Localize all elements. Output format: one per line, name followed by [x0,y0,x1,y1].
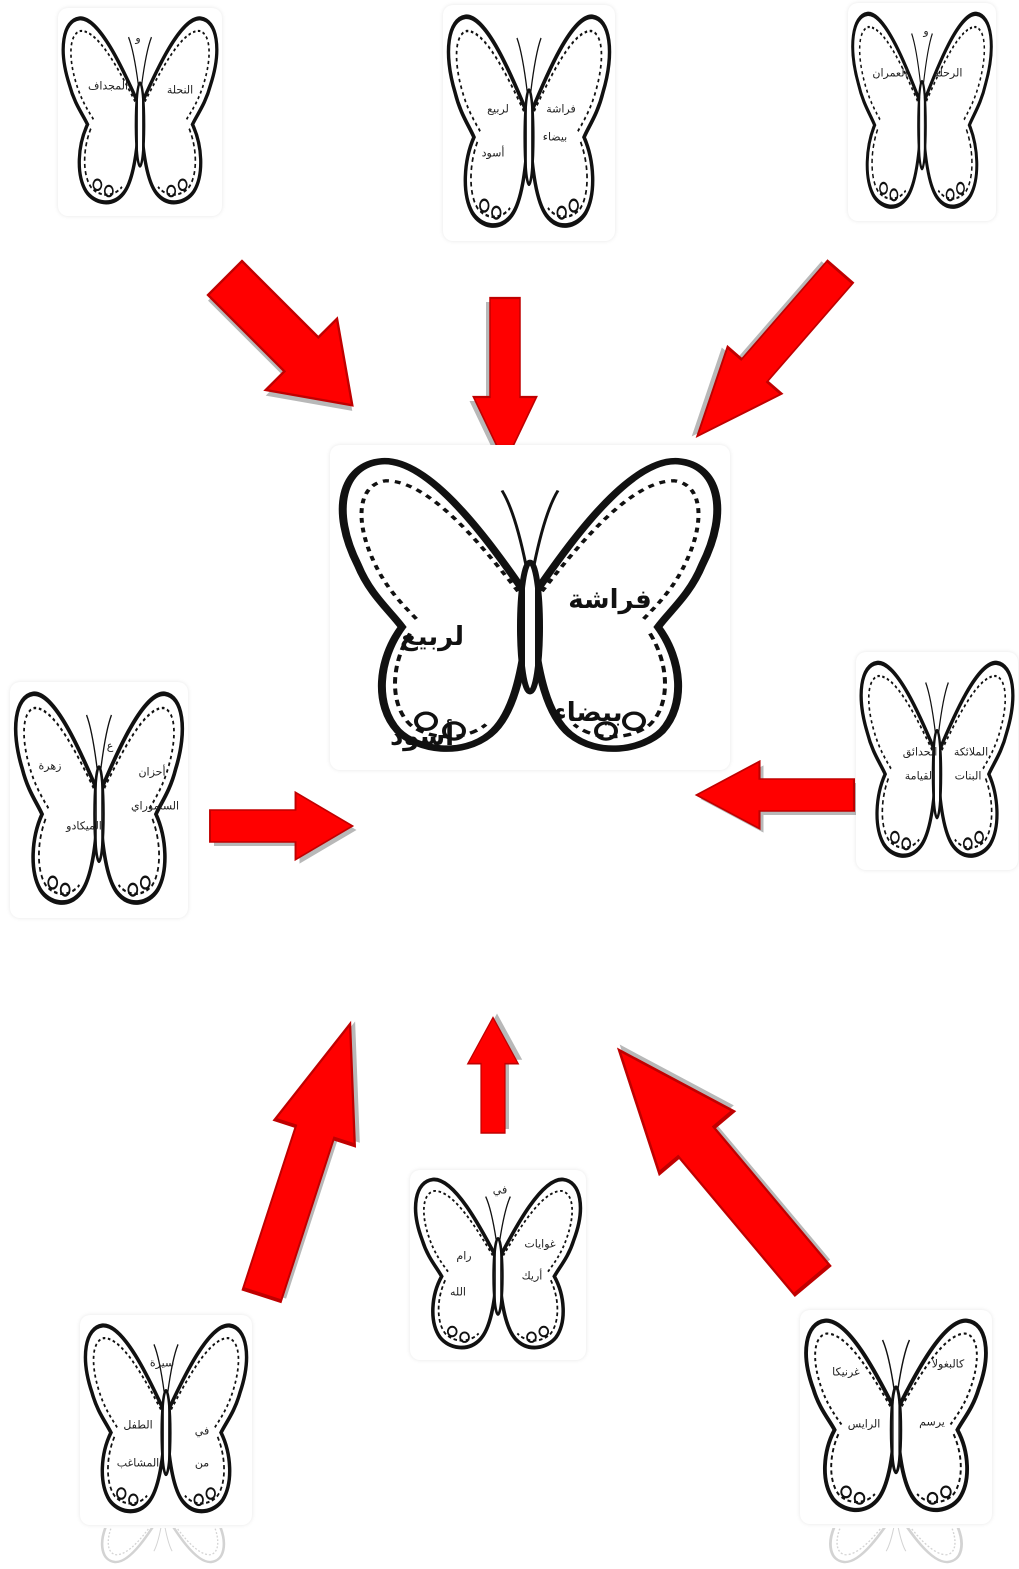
arrow-top-right [665,246,867,463]
card-word: و [923,25,928,38]
card-word: الطفل [123,1419,152,1432]
arrow-bottom-middle [468,1014,522,1134]
card-word: يرسم [919,1416,945,1429]
card-word: أحزان [138,766,165,779]
butterfly-card-top-middle: فراشة لربيع بيضاء أسود [443,5,615,241]
card-word: العمران [872,67,907,80]
center-word: لربيع [400,622,464,652]
arrow-bottom-left [222,1007,395,1309]
card-word: الميكادو [66,820,102,833]
card-word: من [195,1457,209,1470]
card-word: الملائكة [954,746,988,759]
butterfly-card-top-right: و العمران الرحلة [848,3,996,221]
center-butterfly-card: فراشة بيضاء لربيع أسود [330,445,730,770]
arrow-top-left [187,242,391,446]
center-word: أسود [390,722,454,752]
card-word: الرايس [848,1418,881,1431]
card-word: في [195,1425,209,1438]
card-word: البنات [955,770,982,783]
butterfly-card-bottom-middle: في غوايات رام أريك الله [410,1170,586,1360]
card-word: و [135,32,140,45]
butterfly-reflection [826,1528,966,1568]
card-word: رام [456,1250,471,1263]
card-word: سيرة [150,1357,174,1370]
card-word: في [493,1184,507,1197]
center-word: فراشة [568,585,651,615]
arrow-middle-right [697,761,859,832]
butterfly-icon [856,652,1018,870]
butterfly-icon [80,1315,252,1525]
card-word: بيضاء [543,131,567,144]
card-word: أريك [522,1270,543,1283]
arrow-middle-left [210,792,357,863]
card-word: النحلة [167,84,193,97]
card-word: المجداف [88,80,128,93]
butterfly-icon [443,5,615,241]
butterfly-card-top-left: و المجداف النحلة [58,8,222,216]
card-word: المشاغب [117,1457,160,1470]
butterfly-icon [848,3,996,221]
center-word: بيضاء [553,698,622,728]
butterfly-reflection [98,1528,228,1568]
butterfly-card-middle-right: الملائكة الحدائق البنات القيامة [856,652,1018,870]
butterfly-card-bottom-right: كالبغولا غرنيكا يرسم الرايس [800,1310,992,1524]
card-word: زهرة [39,760,62,773]
card-word: القيامة [905,770,935,783]
card-word: غوايات [524,1238,555,1251]
card-word: الحدائق [903,746,938,759]
card-word: فراشة [546,103,576,116]
card-word: ع [107,740,114,753]
card-word: الساموراي [131,800,179,813]
arrow-bottom-right [580,1014,852,1312]
card-word: كالبغولا [932,1358,965,1371]
butterfly-icon [800,1310,992,1524]
arrow-top-middle [470,298,537,467]
butterfly-icon [410,1170,586,1360]
card-word: أسود [482,147,505,160]
butterfly-card-bottom-left: سيرة الطفل في من المشاغب [80,1315,252,1525]
card-word: الرحلة [934,67,963,80]
card-word: غرنيكا [832,1366,860,1379]
card-word: لربيع [487,103,509,116]
card-word: الله [450,1286,466,1299]
butterfly-card-middle-left: ع زهرة أحزان الميكادو الساموراي [10,682,188,918]
